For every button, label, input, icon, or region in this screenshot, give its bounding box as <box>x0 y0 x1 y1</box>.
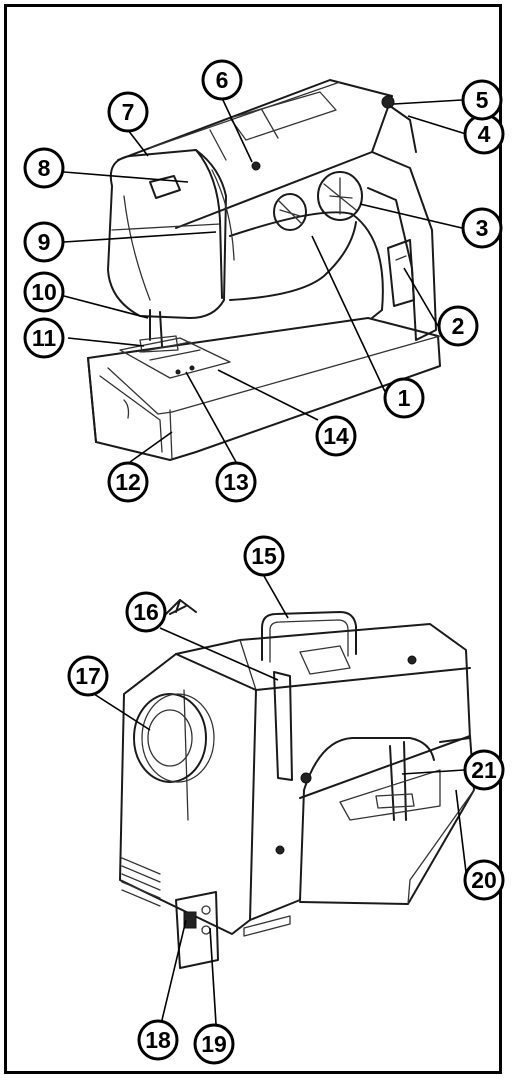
leader-lines <box>63 97 467 1025</box>
callout-12: 12 <box>107 461 149 503</box>
callout-17: 17 <box>67 655 109 697</box>
callout-label: 21 <box>471 757 497 783</box>
callout-label: 5 <box>476 87 489 113</box>
callout-13: 13 <box>215 461 257 503</box>
callout-21: 21 <box>463 749 505 791</box>
callout-1: 1 <box>383 377 425 419</box>
callout-label: 4 <box>478 121 491 147</box>
callout-16: 16 <box>125 591 167 633</box>
callout-10: 10 <box>23 271 65 313</box>
callout-6: 6 <box>201 59 243 101</box>
callout-label: 17 <box>75 663 101 689</box>
callout-label: 7 <box>122 99 135 125</box>
callout-label: 1 <box>398 385 411 411</box>
callout-2: 2 <box>437 305 479 347</box>
callout-label: 20 <box>471 867 497 893</box>
callout-15: 15 <box>243 535 285 577</box>
callout-4: 4 <box>463 113 505 155</box>
callout-label: 18 <box>145 1027 171 1053</box>
callout-14: 14 <box>315 415 357 457</box>
callout-label: 11 <box>32 325 57 351</box>
callout-label: 14 <box>323 423 349 449</box>
callout-8: 8 <box>23 147 65 189</box>
callout-5: 5 <box>461 79 503 121</box>
callout-label: 13 <box>223 469 249 495</box>
rear-view-machine <box>119 599 475 969</box>
callout-11: 11 <box>23 317 65 359</box>
callout-3: 3 <box>461 207 503 249</box>
callout-label: 19 <box>201 1031 227 1057</box>
callout-label: 2 <box>452 313 465 339</box>
callout-label: 6 <box>216 67 229 93</box>
callout-19: 19 <box>193 1023 235 1065</box>
callout-label: 15 <box>251 543 277 569</box>
callout-18: 18 <box>137 1019 179 1061</box>
callout-7: 7 <box>107 91 149 133</box>
front-view-machine <box>87 79 441 461</box>
callout-20: 20 <box>463 859 505 901</box>
callout-label: 8 <box>38 155 51 181</box>
callout-label: 12 <box>115 469 141 495</box>
callout-label: 16 <box>133 599 159 625</box>
callout-label: 10 <box>31 279 57 305</box>
callout-9: 9 <box>23 221 65 263</box>
callout-label: 9 <box>38 229 51 255</box>
callout-label: 3 <box>476 215 489 241</box>
